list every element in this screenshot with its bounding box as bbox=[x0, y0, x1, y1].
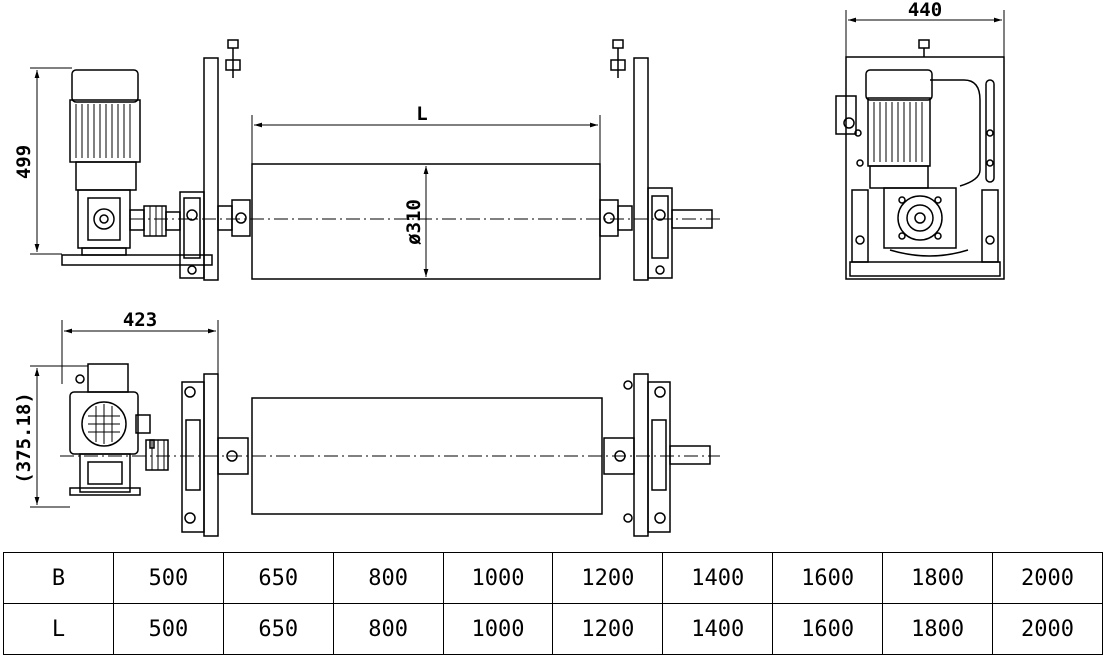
plan-dimensions bbox=[30, 320, 219, 508]
table-cell: 1000 bbox=[442, 552, 554, 604]
plan-view bbox=[60, 363, 720, 537]
table-cell: 500 bbox=[112, 552, 224, 604]
table-cell: 2000 bbox=[992, 603, 1103, 655]
table-cell: 1800 bbox=[882, 603, 994, 655]
row-label: B bbox=[3, 552, 114, 604]
dim-end-width-label: 440 bbox=[908, 0, 942, 21]
dim-plan-height-label: (375.18) bbox=[13, 392, 35, 484]
dim-length-label: L bbox=[416, 103, 427, 125]
table-cell: 1600 bbox=[772, 603, 884, 655]
row-label: L bbox=[3, 603, 114, 655]
front-view bbox=[61, 39, 720, 281]
table-cell: 1800 bbox=[882, 552, 994, 604]
technical-drawing: 499 L ø310 440 bbox=[13, 0, 1005, 537]
gearbox bbox=[77, 189, 131, 256]
end-dimensions bbox=[845, 10, 1005, 57]
end-view bbox=[835, 39, 1005, 280]
table-row-l: L 500 650 800 1000 1200 1400 1600 1800 2… bbox=[3, 603, 1103, 655]
table-cell: 800 bbox=[332, 552, 444, 604]
table-cell: 650 bbox=[222, 603, 334, 655]
table-cell: 1600 bbox=[772, 552, 884, 604]
motor bbox=[69, 69, 141, 191]
table-cell: 800 bbox=[332, 603, 444, 655]
coupling bbox=[129, 205, 181, 237]
table-cell: 1200 bbox=[552, 552, 664, 604]
dim-height-label: 499 bbox=[13, 145, 35, 179]
dim-diameter-label: ø310 bbox=[403, 199, 425, 245]
dim-motor-offset-label: 423 bbox=[123, 309, 157, 331]
table-cell: 1000 bbox=[442, 603, 554, 655]
table-cell: 500 bbox=[112, 603, 224, 655]
table-cell: 1400 bbox=[662, 603, 774, 655]
table-row-b: B 500 650 800 1000 1200 1400 1600 1800 2… bbox=[3, 552, 1103, 604]
table-cell: 1200 bbox=[552, 603, 664, 655]
left-frame bbox=[179, 39, 251, 281]
front-dimensions bbox=[30, 67, 601, 277]
size-table: B 500 650 800 1000 1200 1400 1600 1800 2… bbox=[3, 552, 1103, 655]
table-cell: 2000 bbox=[992, 552, 1103, 604]
right-frame bbox=[599, 39, 713, 281]
table-cell: 1400 bbox=[662, 552, 774, 604]
table-cell: 650 bbox=[222, 552, 334, 604]
